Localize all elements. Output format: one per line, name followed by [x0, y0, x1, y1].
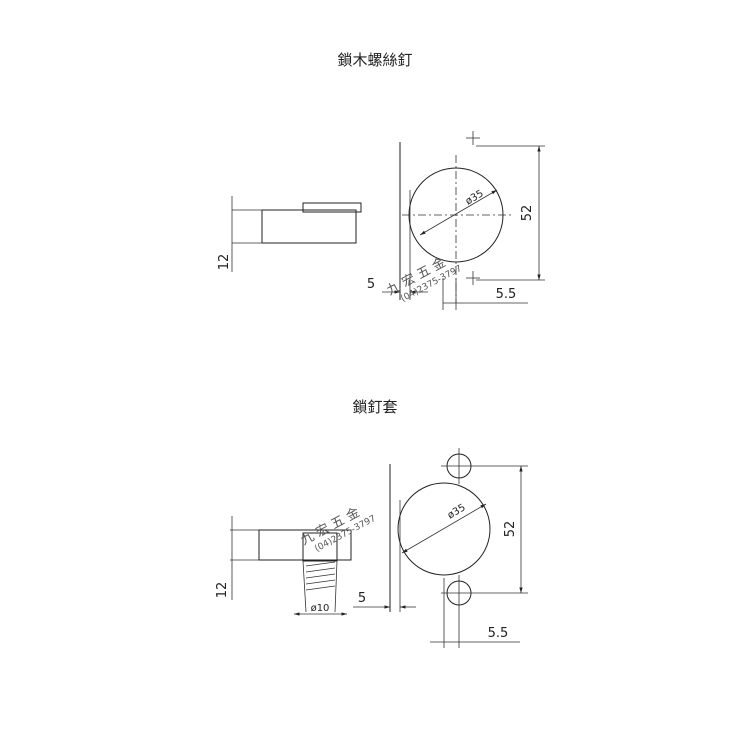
top-side-view: 12 — [217, 196, 362, 272]
bottom-thread-lines — [305, 561, 336, 591]
top-height-label: 12 — [217, 254, 232, 271]
bottom-cup-circle — [397, 482, 491, 576]
bottom-diameter-label: ø35 — [446, 502, 468, 521]
bottom-spacing-label: 52 — [503, 521, 518, 538]
bottom-thread-label: ø10 — [311, 603, 330, 614]
bottom-height-label: 12 — [215, 582, 230, 599]
bottom-title: 鎖釘套 — [352, 398, 397, 416]
bottom-watermark: 九 宏 五 金 (04)2375-3797 — [298, 504, 378, 554]
bottom-hinge-cup-body — [258, 529, 352, 561]
bottom-offset-label: 5 — [358, 591, 366, 606]
top-diameter-label: ø35 — [464, 188, 486, 207]
top-spacing-label: 52 — [520, 205, 535, 222]
bottom-section: 鎖釘套 12 ø10 ø35 — [215, 398, 528, 648]
top-section: 鎖木螺絲釘 12 ø35 — [217, 51, 545, 310]
bottom-diameter-line — [401, 503, 487, 554]
bottom-edge-label: 5.5 — [488, 626, 509, 641]
top-title: 鎖木螺絲釘 — [337, 51, 412, 69]
top-diameter-line — [419, 189, 498, 236]
top-hinge-flange — [302, 202, 362, 213]
top-edge-label: 5.5 — [496, 287, 517, 302]
bottom-thread-sleeve — [302, 532, 338, 562]
top-hinge-cup-body — [261, 209, 357, 244]
bottom-front-view: ø35 52 5 5.5 — [353, 448, 528, 648]
top-offset-label: 5 — [367, 277, 375, 292]
bottom-side-view: 12 ø10 — [215, 516, 352, 616]
top-watermark: 九 宏 五 金 (04)2375-3797 — [384, 254, 464, 304]
